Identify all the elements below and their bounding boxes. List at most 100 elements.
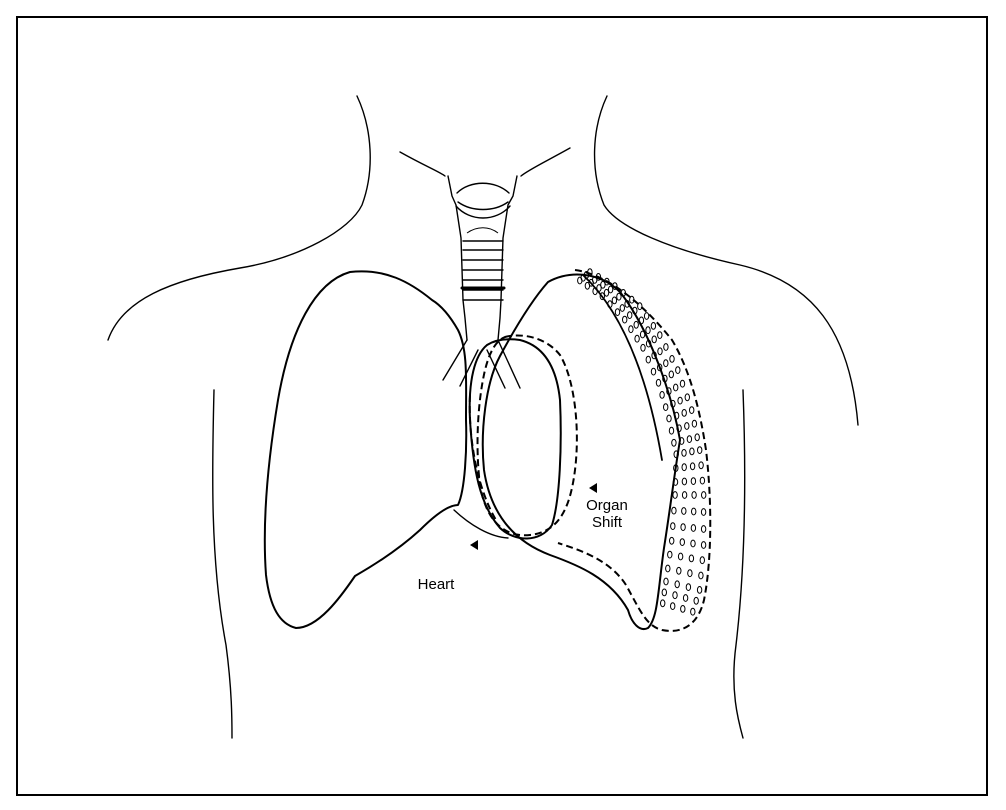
effusion-dot [629,326,633,333]
effusion-dot [608,286,612,293]
effusion-dot [701,509,705,516]
effusion-dot [617,293,621,300]
effusion-dot [692,508,696,515]
effusion-dot [656,379,660,386]
effusion-dot [699,462,703,469]
effusion-dot [668,551,672,558]
effusion-dot [682,508,686,515]
effusion-dot [685,394,689,401]
effusion-dot [685,423,689,430]
effusion-dot [695,434,699,441]
effusion-dot [671,603,675,610]
effusion-dot [682,492,686,499]
effusion-dot [669,427,673,434]
effusion-dot [615,309,619,316]
torso-outline [108,96,858,738]
effusion-dot [702,492,706,499]
effusion-dot [670,537,674,544]
effusion-dot [646,327,650,334]
effusion-dot [680,380,684,387]
effusion-dot [635,335,639,342]
effusion-dot [666,565,670,572]
effusion-dot [698,447,702,454]
effusion-dot [658,348,662,355]
effusion-dot [673,592,677,599]
left-lung-inner-edge [583,275,662,460]
organ-label-line: Organ [572,497,642,514]
effusion-dot [644,313,648,320]
effusion-dot [682,450,686,457]
effusion-dot [664,344,668,351]
effusion-dot [675,581,679,588]
effusion-dot [680,539,684,546]
effusion-dot [676,367,680,374]
effusion-dot [697,587,701,594]
effusion-dot [687,436,691,443]
effusion-dot [700,557,704,564]
effusion-dot [690,448,694,455]
effusion-dot [690,407,694,414]
right-lung [265,271,466,628]
effusion-dot [692,492,696,499]
effusion-dot [688,570,692,577]
effusion-dot [620,305,624,312]
effusion-dot [677,567,681,574]
effusion-dot [701,526,705,533]
effusion-dot [651,368,655,375]
effusion-dot [691,478,695,485]
organ-shift-label: Organ Shift [572,497,642,531]
effusion-dot [678,553,682,560]
effusion-dot [638,303,642,310]
effusion-dot [691,525,695,532]
effusion-dot [691,608,695,615]
effusion-dot [682,478,686,485]
effusion-dot [690,463,694,470]
effusion-dot [681,606,685,613]
trachea [443,176,520,388]
effusion-dot [689,555,693,562]
effusion-dot [651,323,655,330]
effusion-dot [640,331,644,338]
effusion-dot [694,597,698,604]
effusion-dot [682,410,686,417]
effusion-dot [692,420,696,427]
effusion-dot [667,415,671,422]
effusion-dot [700,477,704,484]
shift-label-line: Shift [572,514,642,531]
left-lung [483,275,680,629]
effusion-dot [674,384,678,391]
effusion-dot [639,317,643,324]
organ-shift-arrow [589,483,597,493]
effusion-dot [669,371,673,378]
effusion-dot [658,332,662,339]
effusion-dot [670,356,674,363]
effusion-dot [681,524,685,531]
effusion-dot [664,578,668,585]
effusion-dot [672,439,676,446]
effusion-dot [641,344,645,351]
effusion-dot [612,297,616,304]
effusion-dot [634,321,638,328]
effusion-dot [701,542,705,549]
effusion-dot [664,404,668,411]
effusion-dot [623,316,627,323]
effusion-dot [662,589,666,596]
effusion-dot [678,397,682,404]
effusion-dot [660,392,664,399]
effusion-dot [699,572,703,579]
effusion-dots [578,269,706,615]
effusion-dot [671,523,675,530]
effusion-dot [661,600,665,607]
effusion-dot [652,336,656,343]
effusion-dot [686,584,690,591]
effusion-dot [646,356,650,363]
effusion-dot [691,540,695,547]
heart-arrow [470,540,478,550]
effusion-dot [682,464,686,471]
shifted-heart [478,335,577,535]
heart-label: Heart [406,576,466,593]
effusion-dot [672,507,676,514]
effusion-dot [673,492,677,499]
effusion-dot [683,595,687,602]
